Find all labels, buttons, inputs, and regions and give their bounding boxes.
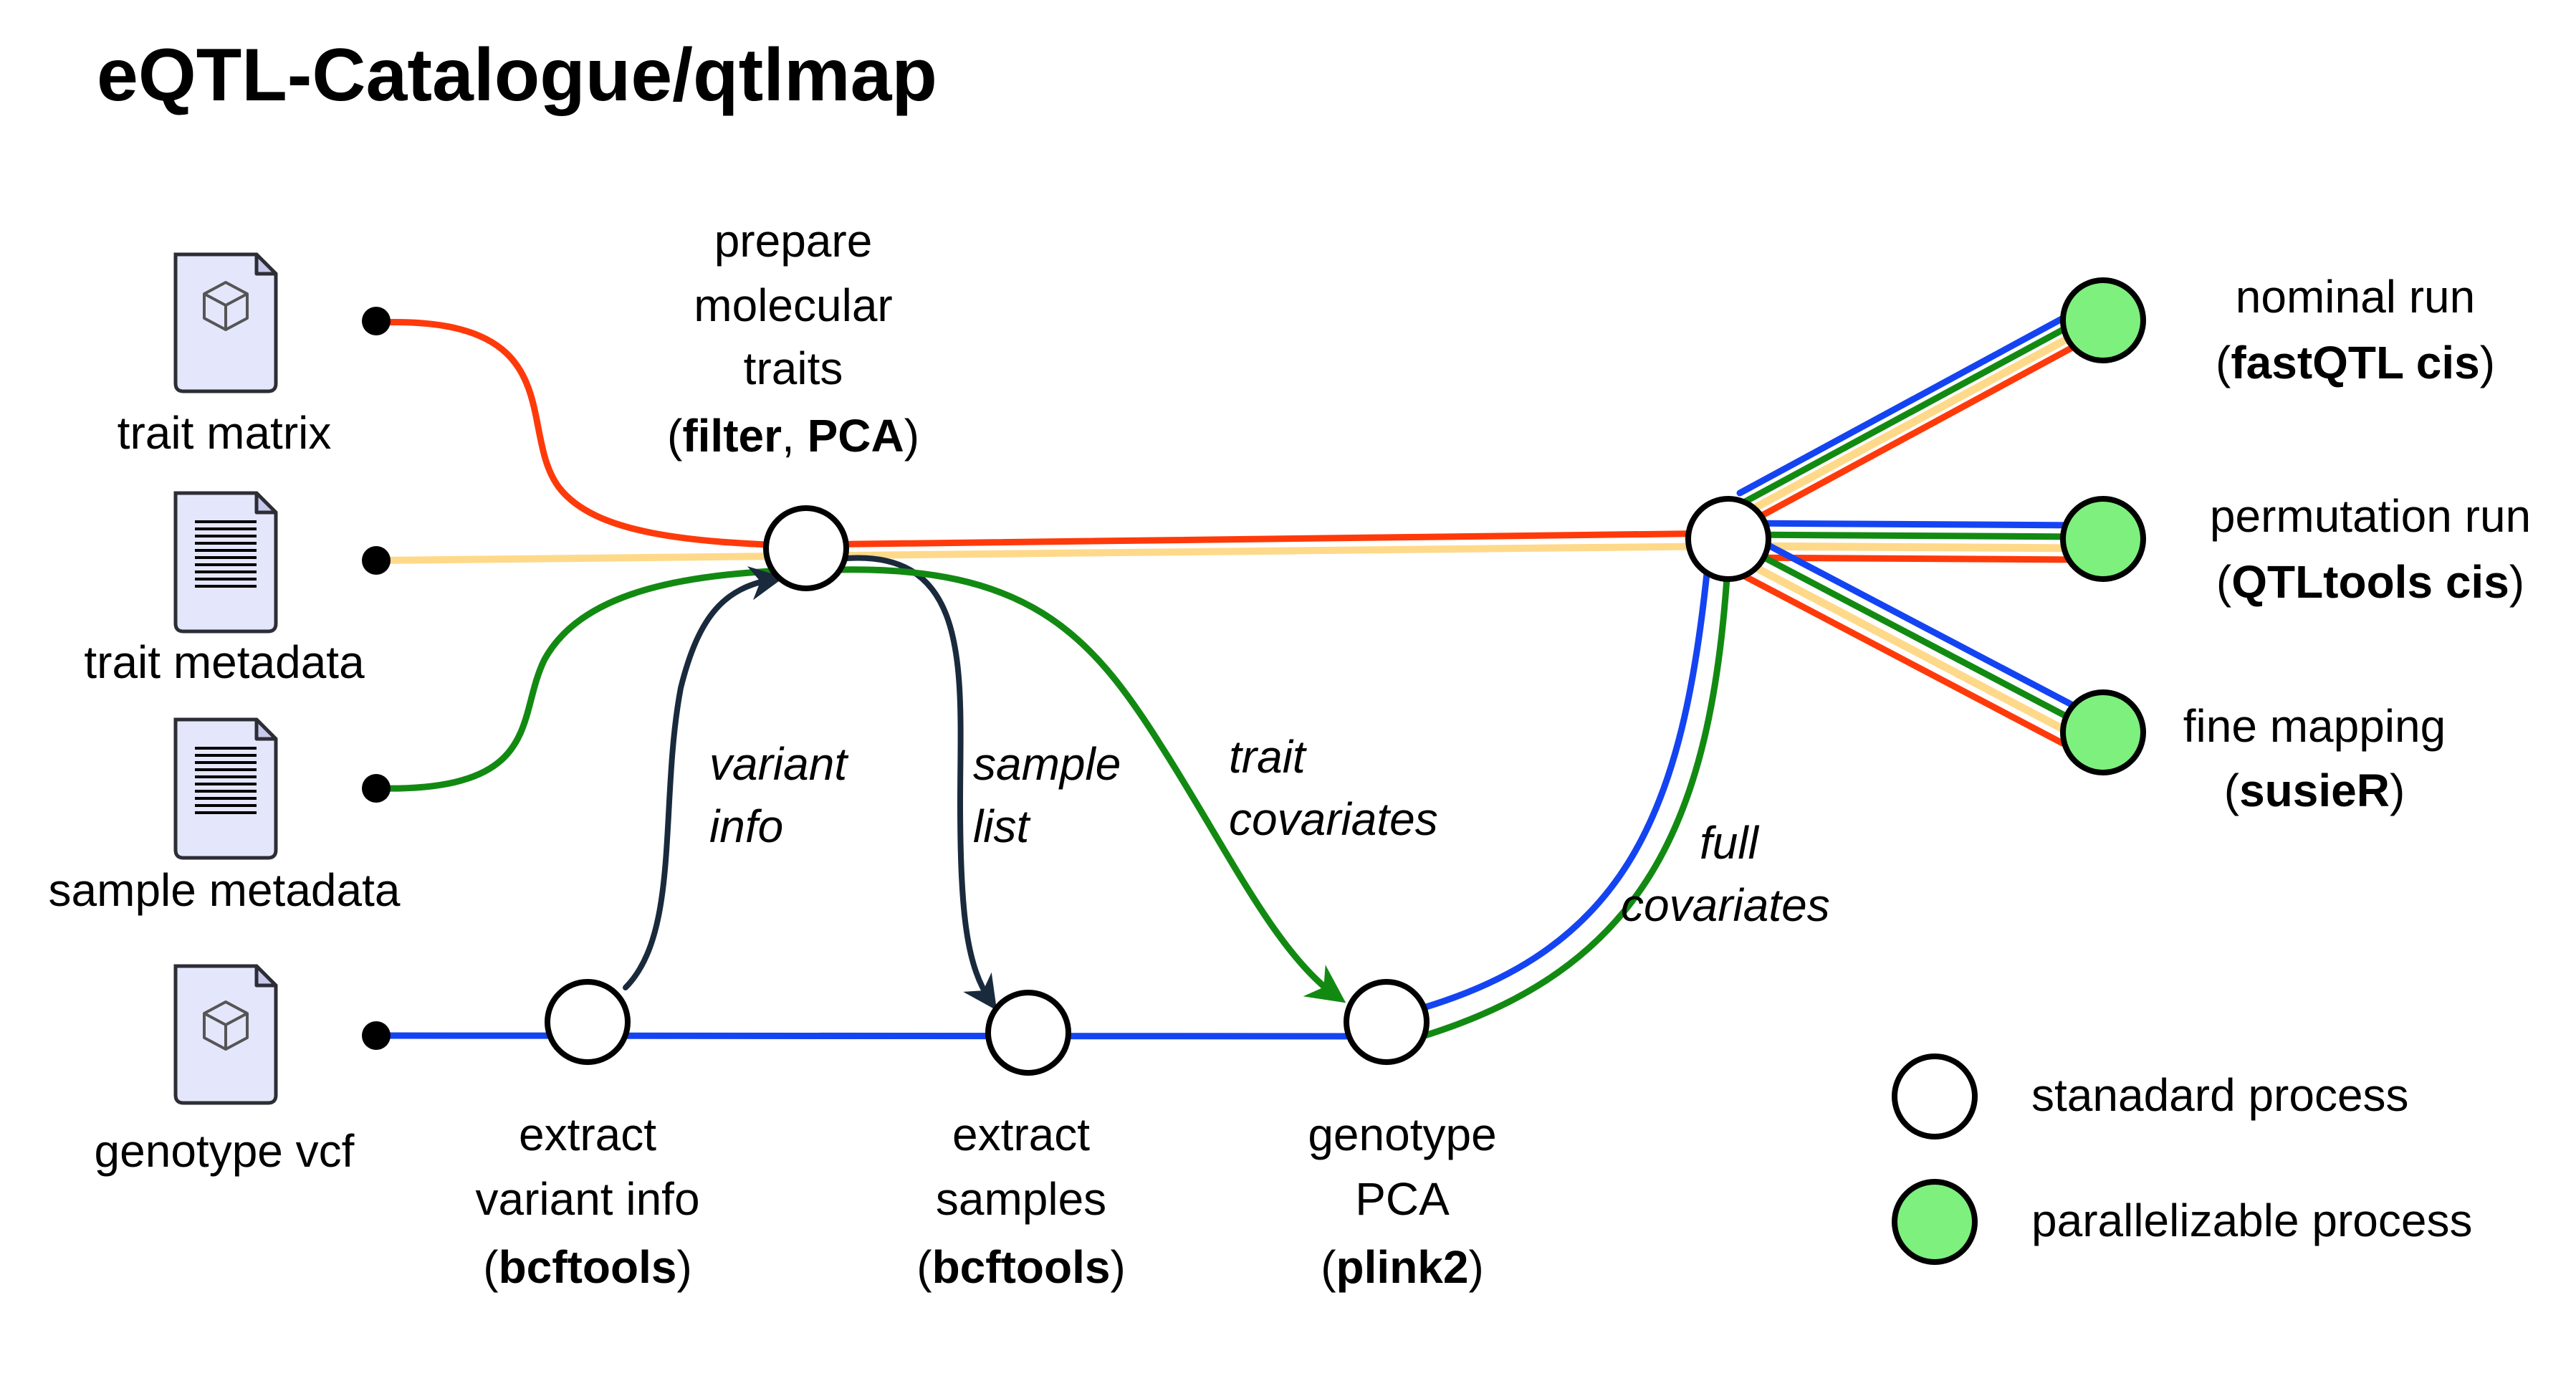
legend-parallel-label: parallelizable process	[2031, 1195, 2472, 1246]
sample-list-edge-label: sample list	[973, 738, 1121, 852]
input-label-trait-matrix: trait matrix	[118, 407, 332, 459]
variant-info-edge-label: variant info	[709, 738, 848, 852]
fine-mapping-node	[2060, 689, 2146, 775]
svg-text:permutation run: permutation run	[2210, 490, 2531, 542]
svg-text:(bcftools): (bcftools)	[916, 1241, 1126, 1293]
full-covariates-edge-blue	[1383, 548, 1713, 1021]
svg-text:extract: extract	[952, 1109, 1090, 1160]
svg-text:extract: extract	[519, 1109, 656, 1160]
svg-text:(QTLtools cis): (QTLtools cis)	[2216, 556, 2524, 608]
svg-text:list: list	[973, 801, 1030, 852]
svg-text:full: full	[1700, 817, 1760, 869]
permutation-run-node	[2060, 496, 2146, 582]
legend-standard-swatch	[1892, 1054, 1978, 1140]
svg-text:(filter, PCA): (filter, PCA)	[667, 410, 919, 462]
diagram-title: eQTL-Catalogue/qtlmap	[97, 34, 937, 117]
sample-metadata-edge	[374, 566, 810, 792]
genotype-pca-node	[1344, 979, 1430, 1065]
legend-standard-label: stanadard process	[2031, 1069, 2409, 1121]
trait-metadata-port	[362, 546, 391, 575]
input-label-trait-metadata: trait metadata	[84, 636, 365, 688]
sample-metadata-port	[362, 774, 391, 803]
input-label-genotype-vcf: genotype vcf	[95, 1125, 355, 1177]
svg-text:samples: samples	[936, 1173, 1106, 1225]
combine-node	[1685, 496, 1771, 582]
sample-list-edge	[835, 555, 997, 1010]
svg-text:(bcftools): (bcftools)	[483, 1241, 692, 1293]
svg-text:PCA: PCA	[1355, 1173, 1450, 1225]
svg-text:(susieR): (susieR)	[2224, 765, 2405, 816]
svg-text:variant: variant	[709, 738, 848, 790]
prepared-traits-edge	[803, 530, 1732, 548]
prepare-traits-label: prepare molecular traits (filter, PCA)	[667, 215, 919, 462]
genotype-vcf-port	[362, 1021, 391, 1050]
nominal-run-edges	[1735, 300, 2094, 531]
svg-text:sample: sample	[973, 738, 1121, 790]
cube-file-icon	[173, 964, 278, 1105]
input-label-sample-metadata: sample metadata	[49, 864, 401, 916]
trait-matrix-edge	[374, 319, 810, 550]
fine-mapping-edges	[1722, 528, 2087, 749]
extract-variant-info-node	[545, 979, 631, 1065]
permutation-run-label: permutation run (QTLtools cis)	[2210, 490, 2531, 608]
trait-metadata-edge	[374, 543, 1732, 564]
nominal-run-label: nominal run (fastQTL cis)	[2216, 271, 2495, 388]
svg-text:traits: traits	[744, 343, 843, 394]
svg-text:variant info: variant info	[475, 1173, 699, 1225]
svg-text:genotype: genotype	[1308, 1109, 1496, 1160]
extract-samples-label: extract samples (bcftools)	[916, 1109, 1126, 1293]
extract-variant-info-label: extract variant info (bcftools)	[475, 1109, 699, 1293]
nominal-run-node	[2060, 277, 2146, 363]
trait-covariates-edge-label: trait covariates	[1229, 731, 1438, 845]
fine-mapping-label: fine mapping (susieR)	[2183, 700, 2446, 816]
trait-covariates-edge	[835, 566, 1346, 1003]
svg-text:prepare: prepare	[714, 215, 873, 267]
legend: stanadard process parallelizable process	[1892, 1054, 2472, 1265]
full-covariates-edge-label: full covariates	[1621, 817, 1830, 931]
variant-info-edge	[623, 566, 785, 990]
svg-text:(fastQTL cis): (fastQTL cis)	[2216, 337, 2495, 388]
svg-text:molecular: molecular	[694, 280, 892, 331]
svg-text:covariates: covariates	[1229, 793, 1438, 845]
cube-file-icon	[173, 252, 278, 393]
full-covariates-edge-green	[1383, 552, 1732, 1050]
lines-file-icon	[173, 717, 278, 860]
svg-text:fine mapping: fine mapping	[2183, 700, 2446, 752]
svg-text:covariates: covariates	[1621, 879, 1830, 931]
prepare-traits-node	[763, 505, 849, 591]
svg-text:(plink2): (plink2)	[1321, 1241, 1484, 1293]
extract-samples-node	[985, 990, 1071, 1076]
svg-text:nominal run: nominal run	[2236, 271, 2475, 322]
lines-file-icon	[173, 491, 278, 634]
trait-matrix-port	[362, 307, 391, 335]
svg-text:trait: trait	[1229, 731, 1307, 783]
genotype-pca-label: genotype PCA (plink2)	[1308, 1109, 1496, 1293]
svg-text:info: info	[709, 801, 783, 852]
legend-parallel-swatch	[1892, 1179, 1978, 1265]
